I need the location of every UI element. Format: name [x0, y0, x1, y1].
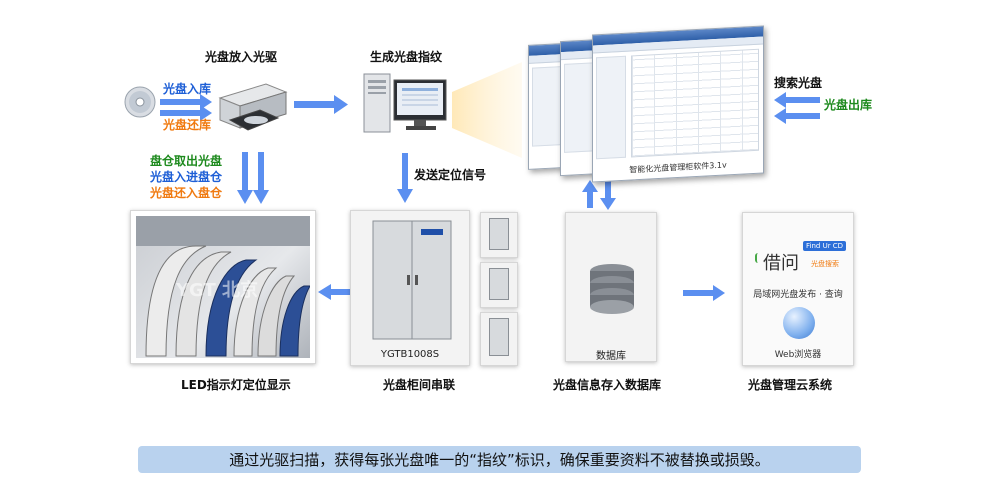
arrow-disc-return — [160, 105, 212, 121]
bin-out-label: 盘仓取出光盘 — [150, 154, 223, 168]
cloud-logo: 借问 — [763, 253, 799, 274]
led-photo-frame: YGT 北京 — [130, 210, 316, 364]
browser-globe-icon — [783, 307, 815, 339]
cabinet-mini-3 — [480, 312, 518, 366]
disc-out-label: 光盘出库 — [824, 98, 873, 112]
arrow-db-to-software — [582, 180, 598, 208]
signal-icon — [755, 253, 761, 263]
led-label: LED指示灯定位显示 — [181, 378, 291, 392]
arrow-drive-to-led-1 — [237, 152, 253, 204]
cloud-label: 光盘管理云系统 — [748, 378, 833, 392]
disc-return-label: 光盘还库 — [163, 118, 212, 132]
cabinet-model: YGTB1008S — [380, 349, 440, 360]
software-window-front: 智能化光盘管理柜软件3.1v — [592, 25, 764, 183]
cd-disc-icon — [124, 86, 156, 118]
scan-light-beam — [452, 62, 522, 158]
database-inner-label: 数据库 — [596, 351, 626, 362]
caption-bar: 通过光驱扫描，获得每张光盘唯一的“指纹”标识，确保重要资料不被替换或损毁。 — [138, 446, 861, 473]
arrow-search-to-software — [774, 92, 820, 108]
led-watermark: YGT 北京 — [176, 280, 259, 301]
arrow-cabinet-to-led — [318, 284, 363, 300]
arrow-drive-to-pc — [294, 95, 348, 114]
arrow-out-to-software — [774, 108, 820, 124]
search-disc-label: 搜索光盘 — [774, 76, 823, 90]
optical-drive-icon — [218, 83, 288, 131]
software-window-caption: 智能化光盘管理柜软件3.1v — [629, 160, 727, 175]
cloud-sub: 光盘搜索 — [811, 260, 839, 268]
cabinet-label: 光盘柜间串联 — [383, 378, 456, 392]
cabinet-mini-2 — [480, 262, 518, 308]
disc-to-bin-label: 光盘入进盘仓 — [150, 170, 223, 184]
arrow-software-to-db — [600, 180, 616, 210]
database-label: 光盘信息存入数据库 — [553, 378, 662, 392]
fingerprint-step-title: 生成光盘指纹 — [370, 50, 443, 64]
cloud-browser: Web浏览器 — [774, 350, 822, 360]
database-card: 数据库 — [565, 212, 657, 362]
arrow-drive-to-led-2 — [253, 152, 269, 204]
cabinet-mini-1 — [480, 212, 518, 258]
send-signal-label: 发送定位信号 — [414, 168, 487, 182]
disc-slots-illustration — [136, 216, 310, 357]
disc-back-bin-label: 光盘还入盘仓 — [150, 186, 223, 200]
arrow-disc-to-drive — [160, 94, 212, 110]
computer-icon — [363, 73, 447, 133]
arrow-db-to-cloud — [683, 285, 725, 301]
cloud-tagline: 局域网光盘发布 · 查询 — [753, 290, 843, 300]
arrow-pc-to-cabinet — [397, 153, 413, 203]
cloud-card: 借问 Find Ur CD 光盘搜索 局域网光盘发布 · 查询 Web浏览器 — [742, 212, 854, 366]
cloud-badge: Find Ur CD — [803, 241, 847, 251]
disc-in-label: 光盘入库 — [163, 82, 212, 96]
cabinet-illustration — [372, 220, 452, 340]
drive-step-title: 光盘放入光驱 — [205, 50, 278, 64]
led-photo: YGT 北京 — [136, 216, 310, 358]
database-icon — [590, 264, 634, 314]
cabinet-card: YGTB1008S — [350, 210, 470, 366]
